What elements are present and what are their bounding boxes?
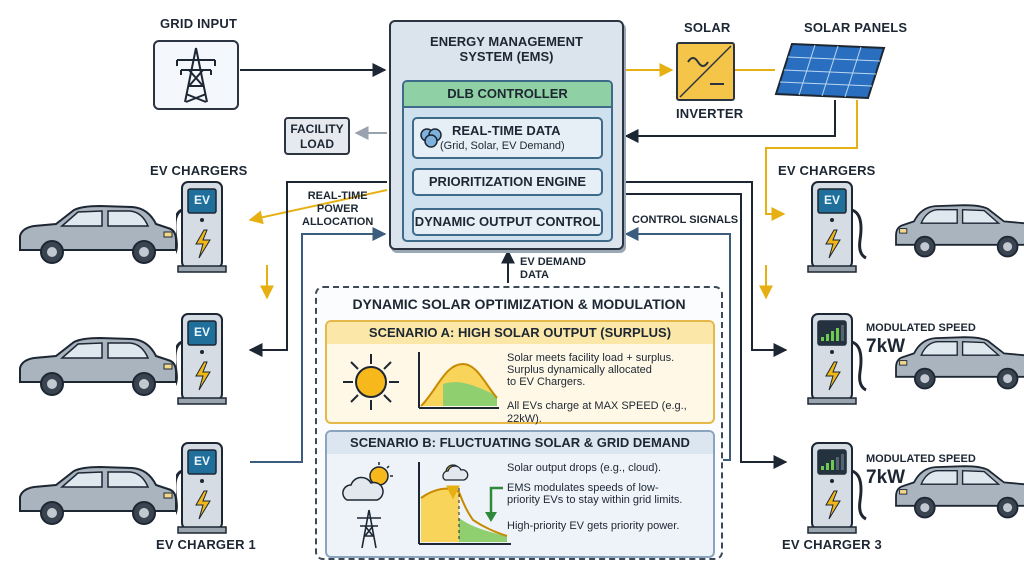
inverter-box (676, 42, 735, 101)
inverter-icon (679, 45, 732, 98)
charging-station: EV (169, 441, 240, 542)
scenario-b-line4: High-priority EV gets priority power. (507, 520, 680, 532)
signal-bars-icon (818, 321, 846, 345)
dlb-controller: DLB CONTROLLER REAL-TIME DATA (Grid, Sol… (402, 80, 613, 242)
scenario-a: SCENARIO A: HIGH SOLAR OUTPUT (SURPLUS) … (325, 320, 715, 425)
scenario-a-line4: All EVs charge at MAX SPEED (e.g., 22kW)… (507, 400, 687, 425)
grid-input-label: GRID INPUT (160, 16, 238, 31)
realtime-data-sources: (Grid, Solar, EV Demand) (440, 140, 565, 152)
scenario-a-line1: Solar meets facility load + surplus. (507, 352, 675, 364)
sun-icon (343, 354, 399, 410)
solar-panel-icon (774, 42, 886, 100)
facility-load-box: FACILITY LOAD (284, 117, 350, 155)
charger1-to-ems-arrow (250, 227, 387, 463)
solar-to-right-charger-arrow (765, 100, 858, 221)
modulated-speed-label-1: MODULATED SPEED (866, 322, 976, 334)
charger-icon (807, 181, 867, 273)
charger-icon (169, 313, 227, 405)
car-icon (895, 204, 1024, 258)
signal-bars-icon (818, 450, 846, 474)
charger1-label: EV CHARGER 1 (156, 537, 256, 552)
car-icon (895, 336, 1024, 390)
car-icon (19, 465, 177, 525)
ems-to-charger3-arrow (622, 193, 788, 469)
dlb-controller-title: DLB CONTROLLER (404, 82, 611, 108)
scenario-a-line2: Surplus dynamically allocated (507, 364, 652, 376)
charging-station (806, 312, 870, 413)
brain-icon (420, 128, 442, 148)
ev-badge: EV (193, 325, 210, 339)
ems-to-right-mid-charger-arrow (622, 181, 788, 357)
right-chargers-label: EV CHARGERS (778, 163, 876, 178)
charging-station: EV (806, 180, 870, 281)
car-icon (895, 465, 1024, 519)
ems-to-left-charger-arrow (248, 189, 388, 225)
grid-input-box (153, 40, 239, 110)
ems-title: ENERGY MANAGEMENT SYSTEM (EMS) (430, 34, 583, 64)
scenario-b-line3: priority EVs to stay within grid limits. (507, 494, 683, 506)
ev-demand-data-label: EV DEMAND DATA (520, 256, 587, 281)
realtime-data-box: REAL-TIME DATA (Grid, Solar, EV Demand) (412, 117, 603, 159)
inverter-label: INVERTER (676, 106, 744, 121)
modulated-value-2: 7kW (866, 467, 906, 488)
ev-badge: EV (193, 454, 210, 468)
power-tower-icon (176, 47, 216, 103)
control-signals-arrow (624, 227, 731, 461)
optimization-title: DYNAMIC SOLAR OPTIMIZATION & MODULATION (352, 296, 686, 312)
modulated-speed-label-2: MODULATED SPEED (866, 453, 976, 465)
scenario-b-line2: EMS modulates speeds of low- (507, 482, 659, 494)
left-chargers-label: EV CHARGERS (150, 163, 248, 178)
charging-station: EV (169, 312, 240, 413)
fluctuating-curve-graph (418, 462, 511, 545)
ev-badge: EV (823, 193, 840, 207)
charger-icon (169, 442, 227, 534)
car-icon (19, 336, 177, 396)
realtime-data-label: REAL-TIME DATA (452, 123, 561, 138)
modulation-arrow-icon (485, 486, 503, 522)
car-icon (19, 204, 177, 264)
surplus-curve-graph (418, 352, 499, 409)
solar-panels-label: SOLAR PANELS (804, 20, 908, 35)
cloud-sun-icon (342, 462, 393, 501)
solar-optimization-panel: DYNAMIC SOLAR OPTIMIZATION & MODULATION … (315, 286, 723, 560)
scenario-b: SCENARIO B: FLUCTUATING SOLAR & GRID DEM… (325, 430, 715, 558)
prioritization-engine: PRIORITIZATION ENGINE (412, 168, 603, 196)
dynamic-output-control: DYNAMIC OUTPUT CONTROL (412, 208, 603, 236)
ems-box: ENERGY MANAGEMENT SYSTEM (EMS) DLB CONTR… (389, 20, 624, 250)
control-signals-label: CONTROL SIGNALS (632, 214, 739, 226)
scenario-a-line3: to EV Chargers. (507, 376, 586, 388)
ev-badge: EV (193, 193, 210, 207)
scenario-a-title: SCENARIO A: HIGH SOLAR OUTPUT (SURPLUS) (327, 322, 713, 344)
charging-station (806, 441, 870, 542)
scenario-b-line1: Solar output drops (e.g., cloud). (507, 462, 662, 474)
realtime-power-allocation-label: REAL-TIME POWER ALLOCATION (302, 190, 374, 228)
charger3-label: EV CHARGER 3 (782, 537, 882, 552)
ems-to-left-mid-charger-arrow (248, 181, 387, 357)
solar-label: SOLAR (684, 20, 731, 35)
small-power-tower-icon (357, 509, 381, 549)
scenario-b-title: SCENARIO B: FLUCTUATING SOLAR & GRID DEM… (327, 432, 713, 454)
panels-to-ems-arrow (624, 100, 836, 143)
modulated-value-1: 7kW (866, 336, 906, 357)
